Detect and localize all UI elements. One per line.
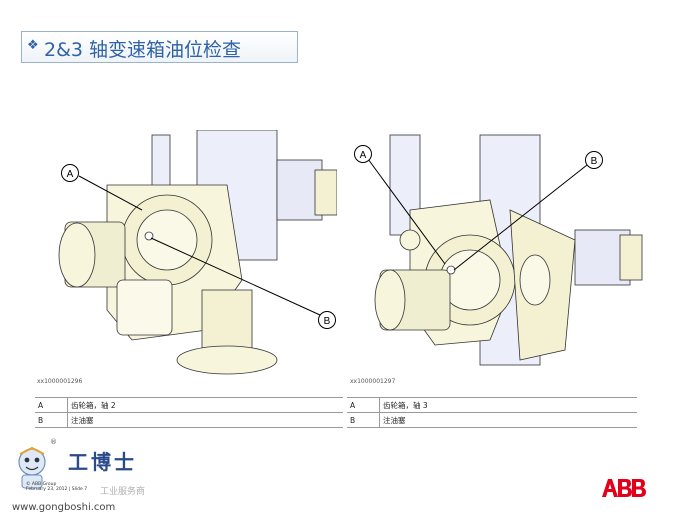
mascot-icon — [18, 446, 46, 489]
table-row: B 注油塞 — [347, 412, 637, 428]
legend-table-left: A 齿轮箱，轴 2 B 注油塞 — [35, 397, 343, 428]
slide-title: 2&3 轴变速箱油位检查 — [44, 39, 242, 61]
legend-value: 注油塞 — [379, 412, 637, 428]
callout-b: B — [324, 316, 331, 327]
brand-subtitle: 工业服务商 — [100, 487, 146, 497]
copyright-block: © ABB Group February 23, 2012 | Slide 7 — [26, 482, 87, 492]
figure-axis2-gearbox: A B — [37, 130, 337, 375]
legend-value: 齿轮箱，轴 3 — [379, 397, 637, 413]
copyright-text: © ABB Group — [26, 482, 57, 487]
legend-key: A — [35, 397, 68, 413]
figure-id: xx1000001296 — [37, 378, 83, 385]
legend-key: B — [35, 412, 68, 428]
table-row: A 齿轮箱，轴 2 — [35, 397, 343, 413]
table-row: B 注油塞 — [35, 412, 343, 428]
slide-title-box: ❖ 2&3 轴变速箱油位检查 — [21, 31, 298, 63]
legend-table-right: A 齿轮箱，轴 3 B 注油塞 — [347, 397, 637, 428]
registered-mark: ® — [50, 438, 57, 446]
diamond-bullet-icon: ❖ — [27, 38, 39, 53]
figure-id: xx1000001297 — [350, 378, 396, 385]
legend-value: 注油塞 — [67, 412, 343, 428]
figure-axis3-gearbox: A B — [350, 130, 650, 375]
date-slide-text: February 23, 2012 | Slide 7 — [26, 487, 88, 492]
gongboshi-watermark: ® 工博士 工业服务商 © ABB Group February 23, 201… — [8, 438, 168, 520]
callout-a: A — [67, 169, 74, 180]
legend-value: 齿轮箱，轴 2 — [67, 397, 343, 413]
table-row: A 齿轮箱，轴 3 — [347, 397, 637, 413]
legend-key: B — [347, 412, 380, 428]
abb-logo — [602, 479, 646, 497]
brand-name: 工博士 — [68, 450, 137, 474]
callout-a: A — [360, 150, 367, 161]
legend-key: A — [347, 397, 380, 413]
website-text: www.gongboshi.com — [12, 502, 116, 513]
callout-b: B — [591, 156, 598, 167]
